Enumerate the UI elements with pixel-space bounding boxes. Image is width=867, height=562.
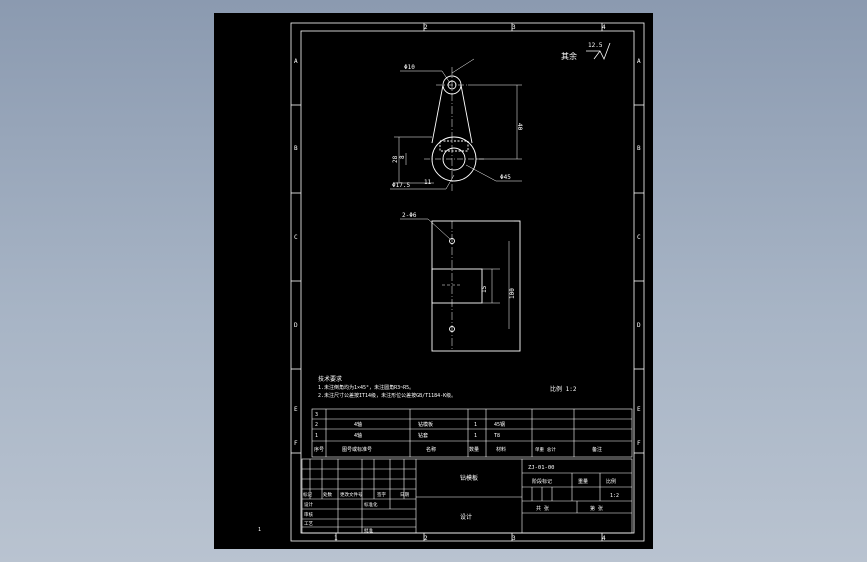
title-part-name: 钻模板 bbox=[460, 474, 478, 482]
parts-header-code: 图号或标准号 bbox=[342, 446, 372, 453]
cad-viewport[interactable]: 2 3 4 1 2 3 4 A B C D E A B C D E F F 其余… bbox=[214, 13, 653, 549]
cad-drawing: 2 3 4 1 2 3 4 A B C D E A B C D E F F 其余… bbox=[258, 22, 645, 542]
tech-req-line: 1.未注倒角均为1×45°，未注圆角R3~R5。 bbox=[318, 384, 414, 391]
parts-row-code: 4轴 bbox=[354, 432, 362, 439]
inner-frame bbox=[300, 30, 635, 534]
rev-header: 签字 bbox=[377, 491, 386, 498]
viewport-left-label: 1 bbox=[258, 527, 261, 533]
scale-note: 比例 1:2 bbox=[550, 385, 577, 393]
dim-inner: 15 bbox=[481, 285, 488, 293]
dim-hole-pattern: 2-Φ6 bbox=[402, 212, 417, 219]
title-block bbox=[301, 458, 633, 534]
parts-row-no: 2 bbox=[315, 422, 318, 428]
zone-side-label: C bbox=[637, 234, 641, 241]
title-company: 设计 bbox=[460, 513, 472, 521]
zone-side-label: E bbox=[294, 406, 298, 413]
parts-row-material: T8 bbox=[494, 433, 500, 439]
rev-header: 处数 bbox=[323, 491, 332, 498]
tech-req-title: 技术要求 bbox=[318, 375, 342, 383]
title-role: 工艺 bbox=[304, 521, 313, 527]
zone-side-label: C bbox=[294, 234, 298, 241]
zone-side-label: E bbox=[637, 406, 641, 413]
surface-roughness-icon bbox=[586, 42, 611, 60]
rev-header: 日期 bbox=[400, 492, 409, 498]
dim-outer: 100 bbox=[509, 288, 516, 299]
outer-border bbox=[290, 22, 645, 542]
parts-row-name: 钻套 bbox=[418, 432, 428, 439]
title-role: 标准化 bbox=[364, 501, 378, 508]
zone-side-label: F bbox=[294, 440, 298, 447]
parts-row-qty: 1 bbox=[474, 433, 477, 439]
dim-bottom-left: Φ17.5 bbox=[392, 182, 410, 189]
zone-bottom-label: 2 bbox=[424, 535, 428, 542]
zone-side-label: F bbox=[637, 440, 641, 447]
zone-side-label: A bbox=[294, 58, 298, 65]
parts-header-name: 名称 bbox=[426, 446, 436, 453]
title-weight-label: 重量 bbox=[578, 478, 588, 485]
dim-center-distance: 40 bbox=[516, 123, 523, 131]
parts-row-name: 钻模板 bbox=[418, 421, 433, 428]
dim-bottom-mid: 11 bbox=[424, 179, 432, 186]
zone-top-label: 2 bbox=[424, 24, 428, 31]
zone-side-label: B bbox=[637, 145, 641, 152]
block-slot bbox=[431, 268, 483, 304]
title-sheet-label: 第 张 bbox=[590, 505, 603, 512]
block-outline bbox=[431, 220, 521, 352]
parts-header-material: 材料 bbox=[496, 446, 506, 453]
parts-row-material: 45钢 bbox=[494, 421, 505, 428]
parts-row-qty: 1 bbox=[474, 422, 477, 428]
title-scale-value: 1:2 bbox=[610, 493, 619, 499]
parts-header-note: 备注 bbox=[592, 446, 602, 453]
zone-bottom-label: 3 bbox=[512, 535, 516, 542]
title-role: 设计 bbox=[304, 501, 313, 508]
zone-side-label: B bbox=[294, 145, 298, 152]
zone-top-label: 4 bbox=[602, 24, 606, 31]
title-role: 审核 bbox=[304, 511, 313, 518]
zone-bottom-label: 4 bbox=[602, 535, 606, 542]
side-view bbox=[400, 218, 521, 352]
parts-table bbox=[311, 408, 633, 458]
dim-left: 28 bbox=[392, 155, 399, 163]
zone-side-label: D bbox=[294, 322, 298, 329]
tech-req-line: 2.未注尺寸公差按IT14级，未注形位公差按GB/T1184-K级。 bbox=[318, 392, 456, 399]
parts-header-qty: 数量 bbox=[469, 446, 479, 453]
parts-row-code: 4轴 bbox=[354, 421, 362, 428]
parts-row-no: 1 bbox=[315, 433, 318, 439]
title-role: 批准 bbox=[364, 527, 373, 534]
title-sheets-label: 共 张 bbox=[536, 505, 549, 512]
zone-bottom-label: 1 bbox=[334, 535, 338, 542]
parts-header-no: 序号 bbox=[314, 446, 324, 453]
top-view bbox=[390, 58, 522, 191]
parts-header-weight: 单重 总计 bbox=[535, 446, 556, 453]
dim-left-small: 8 bbox=[399, 155, 406, 159]
surface-finish-label: 其余 bbox=[561, 51, 577, 61]
zone-side-label: D bbox=[637, 322, 641, 329]
title-stage-label: 阶段标记 bbox=[532, 478, 552, 485]
rev-header: 更改文件号 bbox=[340, 491, 363, 498]
rev-header: 标记 bbox=[303, 491, 312, 498]
dim-bottom-right: Φ45 bbox=[500, 174, 511, 181]
parts-row-no: 3 bbox=[315, 412, 318, 418]
surface-finish-value: 12.5 bbox=[588, 42, 603, 49]
title-scale-label: 比例 bbox=[606, 478, 616, 485]
zone-side-label: A bbox=[637, 58, 641, 65]
dim-top-hole: Φ10 bbox=[404, 64, 415, 71]
title-drawing-no: ZJ-01-00 bbox=[528, 465, 555, 471]
zone-top-label: 3 bbox=[512, 24, 516, 31]
